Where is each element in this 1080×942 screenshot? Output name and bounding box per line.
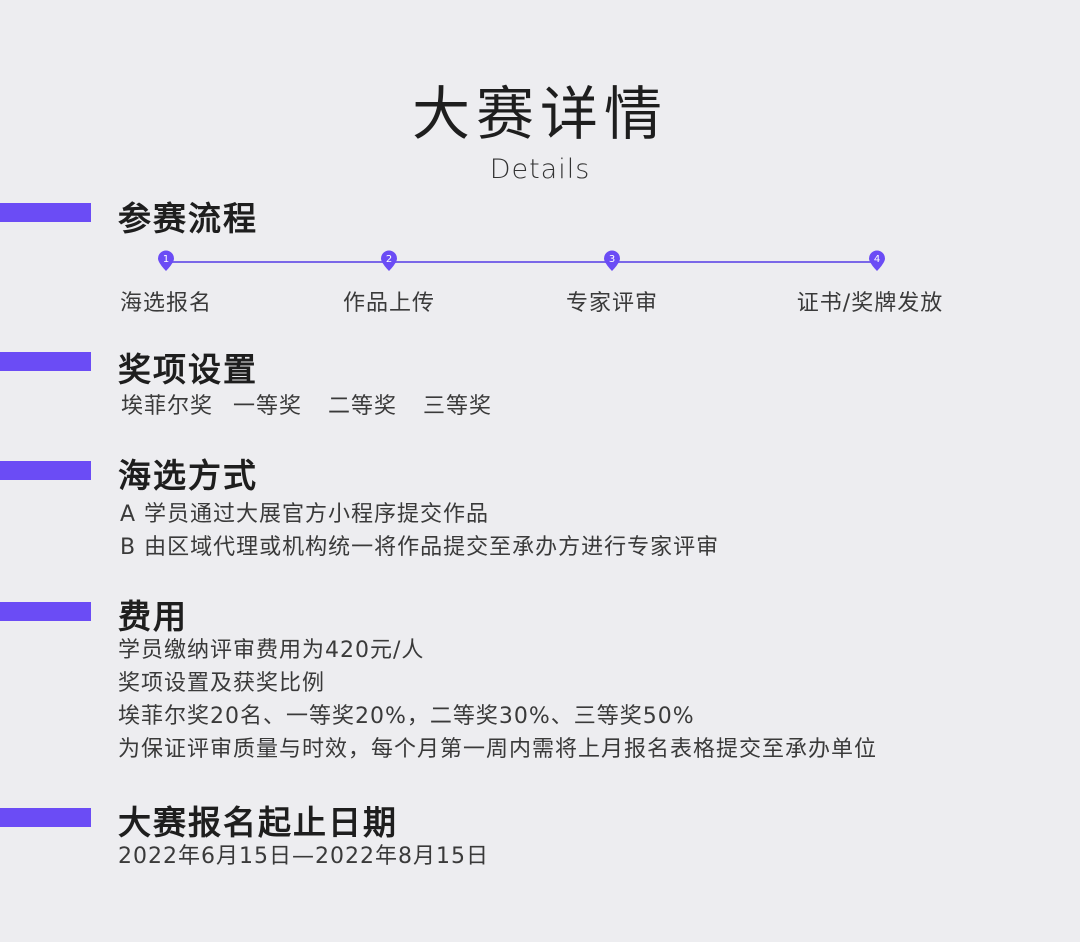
awards-list: 埃菲尔奖 一等奖 二等奖 三等奖 bbox=[121, 388, 504, 420]
page-title: 大赛详情 bbox=[411, 80, 668, 148]
fees-line: 学员缴纳评审费用为420元/人 bbox=[118, 638, 425, 663]
date-range: 2022年6月15日—2022年8月15日 bbox=[118, 844, 489, 869]
map-pin-icon: 3 bbox=[604, 250, 620, 271]
section-heading-dates: 大赛报名起止日期 bbox=[118, 803, 398, 842]
section-bar-process bbox=[0, 203, 91, 222]
svg-text:2: 2 bbox=[386, 254, 392, 265]
section-heading-awards: 奖项设置 bbox=[118, 350, 258, 389]
svg-text:1: 1 bbox=[163, 254, 169, 265]
selection-lines: A 学员通过大展官方小程序提交作品 B 由区域代理或机构统一将作品提交至承办方进… bbox=[120, 498, 719, 564]
map-pin-icon: 4 bbox=[869, 250, 885, 271]
section-bar-awards bbox=[0, 352, 91, 371]
award-item: 一等奖 bbox=[233, 394, 303, 419]
timeline-line bbox=[166, 261, 876, 263]
section-heading-process: 参赛流程 bbox=[118, 199, 258, 238]
map-pin-icon: 1 bbox=[158, 250, 174, 271]
section-heading-selection: 海选方式 bbox=[118, 456, 258, 495]
timeline-step-label: 海选报名 bbox=[119, 291, 212, 316]
section-bar-selection bbox=[0, 461, 91, 480]
fees-lines: 学员缴纳评审费用为420元/人 奖项设置及获奖比例 埃菲尔奖20名、一等奖20%… bbox=[118, 634, 877, 766]
section-heading-fees: 费用 bbox=[118, 597, 188, 636]
process-timeline: 1 海选报名 2 作品上传 3 专家评审 4 证书/奖牌发放 bbox=[0, 246, 1080, 316]
svg-text:4: 4 bbox=[874, 254, 880, 265]
selection-line: A 学员通过大展官方小程序提交作品 bbox=[120, 502, 490, 527]
fees-line: 为保证评审质量与时效，每个月第一周内需将上月报名表格提交至承办单位 bbox=[118, 737, 878, 762]
section-bar-dates bbox=[0, 808, 91, 827]
page-subtitle: Details bbox=[489, 154, 591, 185]
timeline-step-label: 证书/奖牌发放 bbox=[796, 291, 944, 316]
svg-text:3: 3 bbox=[609, 254, 615, 265]
award-item: 埃菲尔奖 bbox=[121, 394, 214, 419]
timeline-step-label: 作品上传 bbox=[342, 291, 435, 316]
fees-line: 奖项设置及获奖比例 bbox=[118, 671, 326, 696]
dates-lines: 2022年6月15日—2022年8月15日 bbox=[118, 840, 489, 873]
map-pin-icon: 2 bbox=[381, 250, 397, 271]
section-bar-fees bbox=[0, 602, 91, 621]
award-item: 二等奖 bbox=[328, 394, 398, 419]
award-item: 三等奖 bbox=[423, 394, 493, 419]
selection-line: B 由区域代理或机构统一将作品提交至承办方进行专家评审 bbox=[120, 535, 720, 560]
timeline-step-label: 专家评审 bbox=[565, 291, 658, 316]
fees-line: 埃菲尔奖20名、一等奖20%，二等奖30%、三等奖50% bbox=[118, 704, 695, 729]
